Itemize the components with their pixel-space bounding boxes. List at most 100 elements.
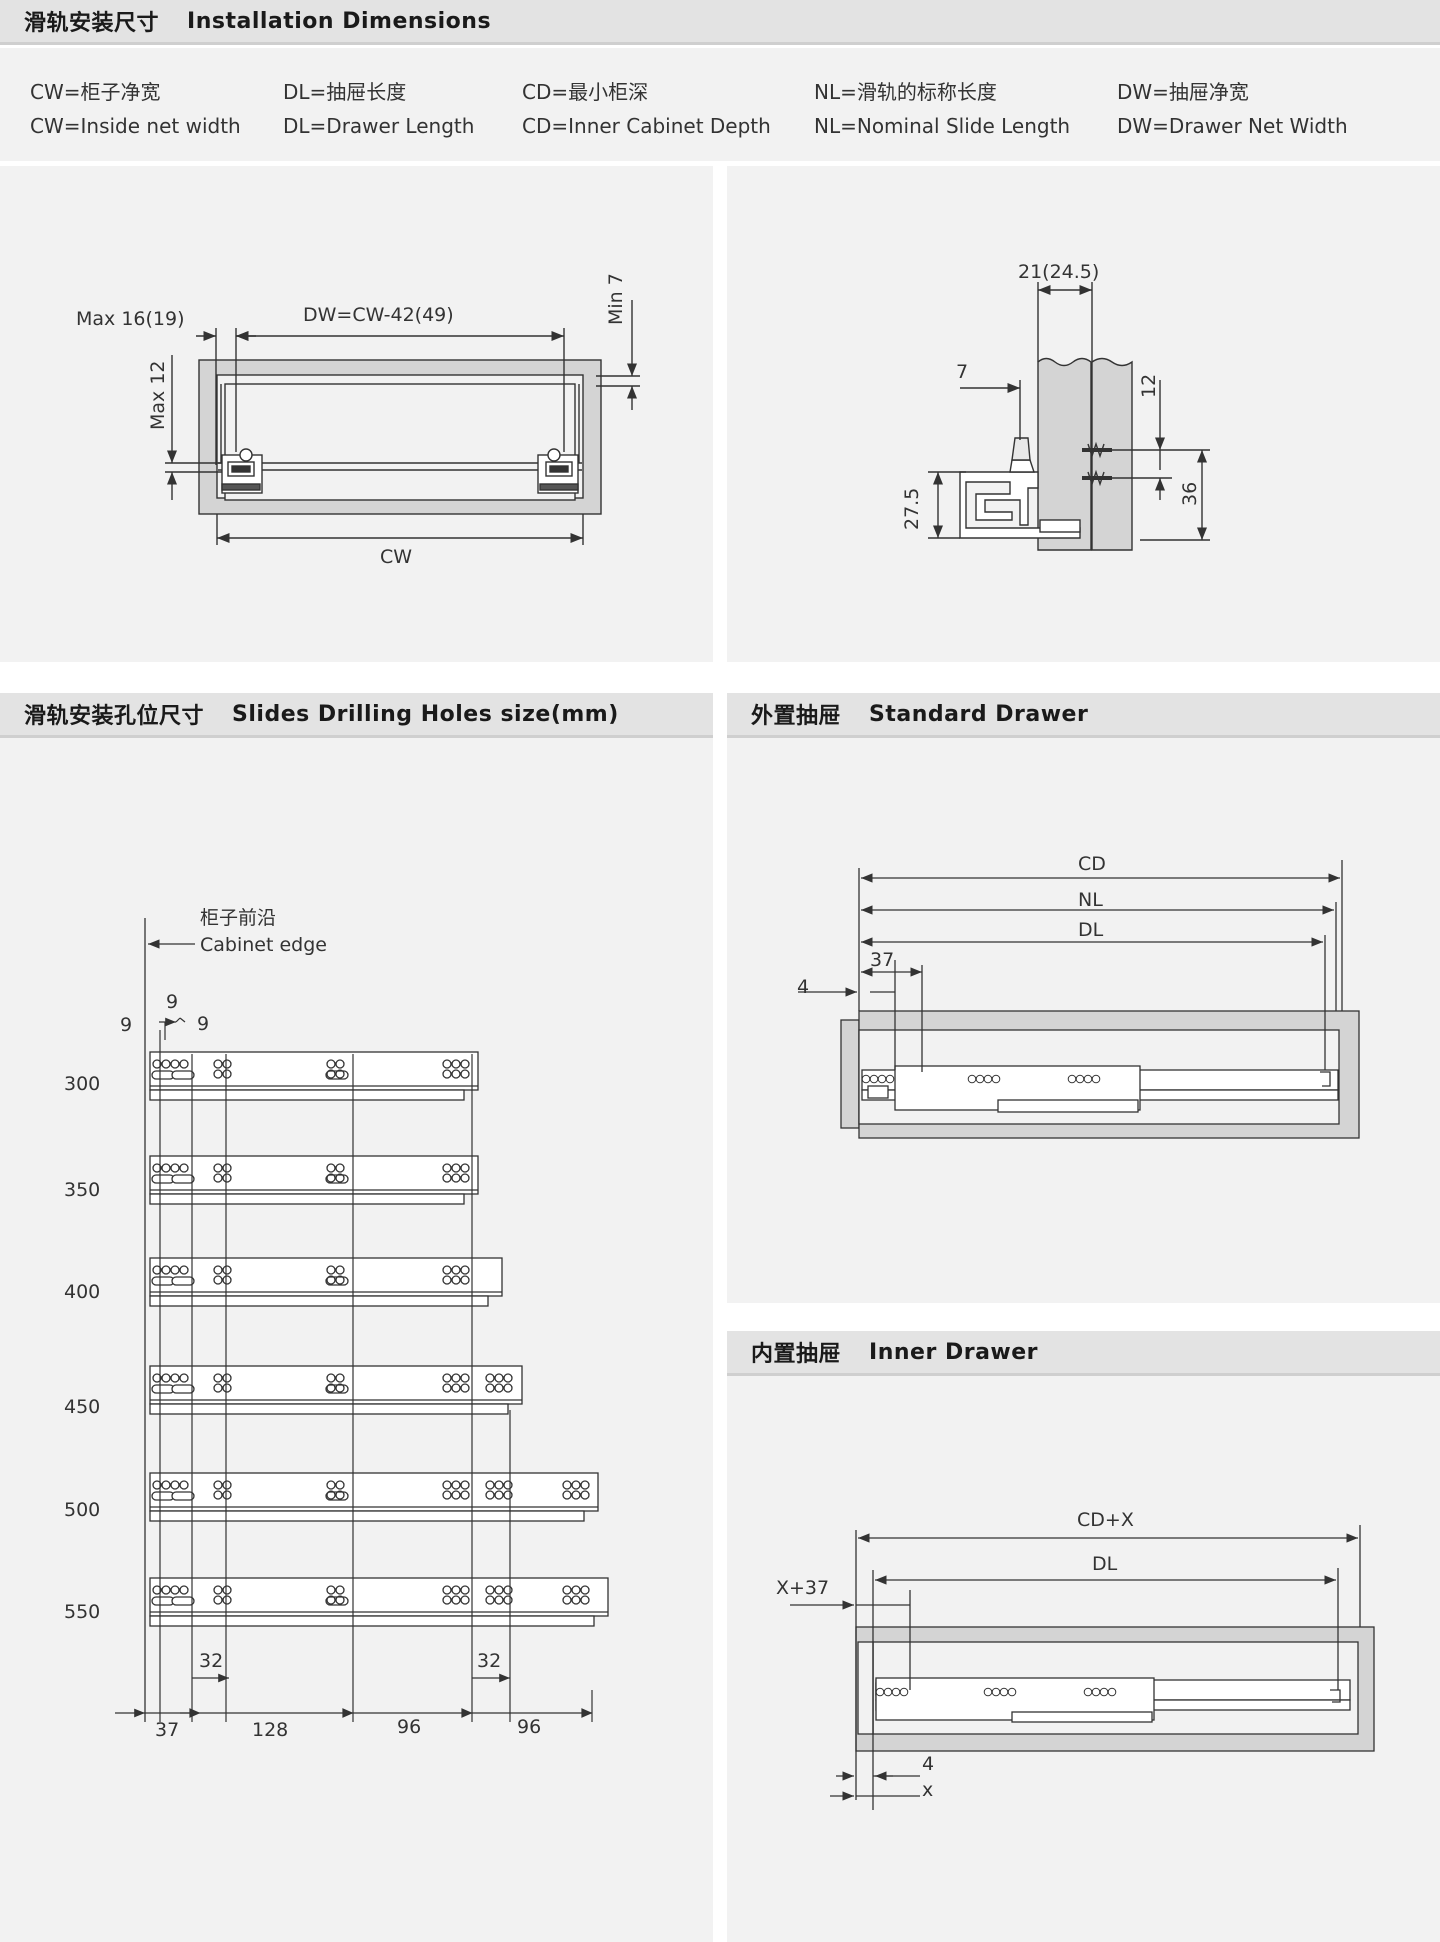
slide-hole (1067, 1074, 1077, 1084)
slide-rail-550 (149, 1577, 609, 1627)
header-standard-en: Standard Drawer (869, 701, 1089, 727)
dw-label: DW=CW-42(49) (303, 304, 454, 326)
std-gap-label: 4 (797, 976, 809, 998)
drill-slot (151, 1596, 175, 1606)
rail-body (149, 1051, 479, 1091)
header-underline (0, 42, 1440, 45)
header-standard-underline (727, 735, 1440, 738)
legend-dl-en: DL=Drawer Length (283, 114, 475, 138)
drill-hole (562, 1585, 572, 1595)
drill-hole (503, 1490, 513, 1500)
drill-hole (442, 1595, 452, 1605)
drill-hole (460, 1480, 470, 1490)
inner-dl-label: DL (1092, 1553, 1118, 1575)
slide-hole (899, 1687, 909, 1697)
header-drilling: 滑轨安装孔位尺寸 Slides Drilling Holes size(mm) (0, 693, 713, 735)
slide-hole (875, 1687, 885, 1697)
drill-hole (326, 1069, 336, 1079)
drill-hole (562, 1480, 572, 1490)
drill-slot (151, 1491, 175, 1501)
legend-dl-zh: DL=抽屉长度 (283, 80, 407, 104)
slide-hole (1091, 1687, 1101, 1697)
drill-hole (571, 1490, 581, 1500)
drill-hole (222, 1373, 232, 1383)
drill-hole (152, 1059, 162, 1069)
drill-hole (460, 1059, 470, 1069)
drill-hole (326, 1275, 336, 1285)
drill-hole (335, 1490, 345, 1500)
drill-hole (161, 1163, 171, 1173)
drill-hole (213, 1059, 223, 1069)
drill-hole (335, 1373, 345, 1383)
drill-hole (451, 1059, 461, 1069)
drill-slot (171, 1384, 195, 1394)
drill-hole (152, 1480, 162, 1490)
drill-hole (222, 1595, 232, 1605)
drill-hole (179, 1163, 189, 1173)
hole-spacing-top: 9 (166, 991, 178, 1013)
slide-hole (1107, 1687, 1117, 1697)
drill-hole (451, 1173, 461, 1183)
hole-spacing-right: 9 (197, 1013, 209, 1035)
section-width-label: 21(24.5) (1018, 261, 1099, 283)
drill-hole (571, 1595, 581, 1605)
length-550: 550 (64, 1601, 100, 1623)
drill-hole (485, 1373, 495, 1383)
drill-hole (170, 1059, 180, 1069)
drill-hole (460, 1265, 470, 1275)
rail-body (149, 1257, 503, 1297)
drill-hole (213, 1490, 223, 1500)
slide-hole (1075, 1074, 1085, 1084)
drill-hole (161, 1373, 171, 1383)
drill-hole (222, 1069, 232, 1079)
min-top-label: Min 7 (605, 273, 627, 325)
drill-hole (222, 1173, 232, 1183)
drill-hole (161, 1585, 171, 1595)
drill-hole (562, 1490, 572, 1500)
drill-hole (152, 1373, 162, 1383)
drill-hole (460, 1069, 470, 1079)
slide-hole (1083, 1074, 1093, 1084)
drilling-panel (0, 738, 713, 1942)
drill-hole (179, 1265, 189, 1275)
drill-hole (326, 1383, 336, 1393)
drill-hole (213, 1069, 223, 1079)
rail-body (149, 1155, 479, 1195)
drill-hole (335, 1265, 345, 1275)
drill-hole (326, 1163, 336, 1173)
drill-hole (442, 1059, 452, 1069)
drill-hole (451, 1163, 461, 1173)
drill-hole (460, 1595, 470, 1605)
drill-hole (222, 1383, 232, 1393)
drill-hole (335, 1069, 345, 1079)
bottom-dim-96-b: 96 (517, 1716, 541, 1738)
drill-hole (442, 1383, 452, 1393)
drill-hole (442, 1490, 452, 1500)
inner-slide-holes (875, 1687, 1117, 1697)
drill-slot (151, 1384, 175, 1394)
header-drilling-underline (0, 735, 713, 738)
drill-hole (485, 1383, 495, 1393)
rail-lower (149, 1615, 595, 1627)
drill-hole (580, 1595, 590, 1605)
drill-hole (213, 1275, 223, 1285)
legend-cd: CD=最小柜深 CD=Inner Cabinet Depth (522, 75, 771, 143)
drilling-dimensions (115, 1017, 593, 1722)
drill-hole (179, 1059, 189, 1069)
drill-hole (326, 1059, 336, 1069)
legend-dl: DL=抽屉长度 DL=Drawer Length (283, 75, 474, 143)
drill-slot (325, 1384, 349, 1394)
rail-lower (149, 1403, 509, 1415)
legend-nl-zh: NL=滑轨的标称长度 (814, 80, 997, 104)
slide-hole (1083, 1687, 1093, 1697)
section-offset-label: 7 (956, 361, 968, 383)
drill-hole (326, 1595, 336, 1605)
legend-cd-en: CD=Inner Cabinet Depth (522, 114, 771, 138)
std-dl-label: DL (1078, 919, 1104, 941)
slide-rail-450 (149, 1365, 523, 1415)
drill-slot (151, 1070, 175, 1080)
drill-hole (460, 1173, 470, 1183)
drill-hole (222, 1265, 232, 1275)
drill-hole (335, 1163, 345, 1173)
drill-slot (325, 1491, 349, 1501)
